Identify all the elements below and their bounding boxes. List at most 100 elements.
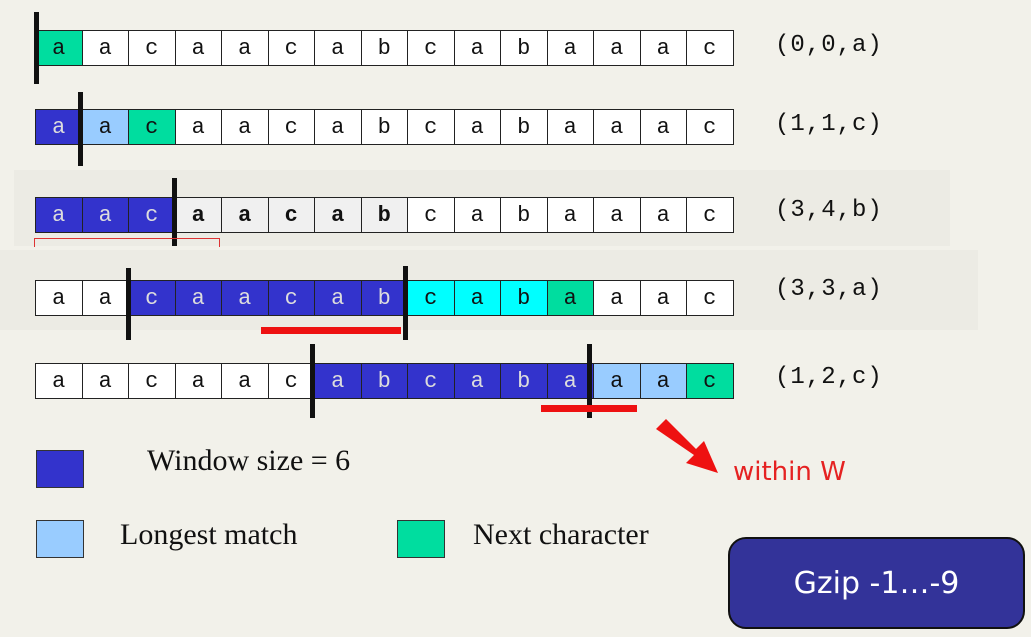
char-cell: c: [407, 30, 455, 66]
char-cell: a: [35, 109, 83, 145]
char-cell: b: [500, 109, 548, 145]
char-cell: a: [81, 363, 129, 399]
char-cell: a: [546, 109, 594, 145]
char-cell: a: [35, 280, 83, 316]
char-cell: c: [128, 109, 176, 145]
char-cell: a: [593, 363, 641, 399]
window-boundary: [587, 344, 592, 418]
char-cell: a: [221, 109, 269, 145]
char-cell: a: [453, 109, 501, 145]
triple-label-2: (3,4,b): [775, 197, 883, 224]
char-cell: a: [453, 363, 501, 399]
char-cell: a: [221, 30, 269, 66]
char-cell: a: [593, 197, 641, 233]
red-arrow-icon: [656, 419, 718, 473]
legend-swatch-next-char: [397, 520, 445, 558]
char-cell: a: [81, 30, 129, 66]
window-boundary: [172, 178, 177, 246]
char-cell: b: [500, 363, 548, 399]
match-underline: [261, 327, 401, 334]
char-cell: a: [314, 363, 362, 399]
char-cell: a: [314, 280, 362, 316]
char-cell: a: [639, 280, 687, 316]
char-cell: c: [686, 280, 734, 316]
char-cell: a: [546, 280, 594, 316]
char-cell: a: [453, 197, 501, 233]
char-cell: c: [407, 280, 455, 316]
char-cell: c: [267, 280, 315, 316]
match-bracket: [34, 238, 220, 247]
match-underline: [541, 405, 637, 412]
char-cell: a: [81, 109, 129, 145]
triple-label-4: (1,2,c): [775, 364, 883, 391]
char-cell: c: [686, 197, 734, 233]
window-boundary: [310, 344, 315, 418]
char-cell: a: [453, 30, 501, 66]
char-cell: c: [407, 363, 455, 399]
char-cell: a: [81, 280, 129, 316]
char-cell: a: [174, 109, 222, 145]
char-cell: c: [267, 197, 315, 233]
char-cell: c: [686, 30, 734, 66]
legend-label-longest-match: Longest match: [120, 518, 298, 551]
char-cell: a: [593, 30, 641, 66]
char-cell: a: [174, 363, 222, 399]
char-cell: a: [174, 197, 222, 233]
char-cell: c: [128, 280, 176, 316]
triple-label-0: (0,0,a): [775, 32, 883, 59]
window-boundary: [78, 92, 83, 166]
char-cell: a: [639, 109, 687, 145]
window-boundary: [126, 268, 131, 340]
char-cell: c: [686, 109, 734, 145]
char-cell: a: [174, 30, 222, 66]
char-cell: c: [267, 109, 315, 145]
char-cell: b: [500, 30, 548, 66]
char-cell: c: [128, 363, 176, 399]
char-cell: c: [407, 109, 455, 145]
char-cell: c: [267, 30, 315, 66]
char-cell: a: [593, 280, 641, 316]
char-cell: c: [128, 30, 176, 66]
char-cell: a: [314, 197, 362, 233]
triple-label-3: (3,3,a): [775, 276, 883, 303]
char-cell: a: [639, 30, 687, 66]
char-cell: a: [639, 363, 687, 399]
gzip-button[interactable]: Gzip -1…-9: [728, 537, 1025, 629]
char-cell: a: [593, 109, 641, 145]
char-cell: a: [314, 30, 362, 66]
char-cell: a: [81, 197, 129, 233]
char-cell: a: [639, 197, 687, 233]
char-cell: a: [221, 197, 269, 233]
char-cell: a: [453, 280, 501, 316]
char-cell: a: [35, 197, 83, 233]
window-boundary: [34, 12, 39, 84]
char-cell: b: [360, 363, 408, 399]
char-cell: a: [221, 280, 269, 316]
window-boundary: [403, 266, 408, 340]
char-cell: c: [128, 197, 176, 233]
char-cell: b: [360, 109, 408, 145]
char-cell: a: [546, 30, 594, 66]
char-cell: a: [546, 363, 594, 399]
char-cell: b: [500, 280, 548, 316]
char-cell: a: [174, 280, 222, 316]
triple-label-1: (1,1,c): [775, 111, 883, 138]
char-cell: a: [546, 197, 594, 233]
char-cell: b: [360, 30, 408, 66]
char-cell: b: [360, 280, 408, 316]
legend-swatch-window: [36, 450, 84, 488]
legend-swatch-longest-match: [36, 520, 84, 558]
char-cell: c: [267, 363, 315, 399]
legend-label-window: Window size = 6: [147, 444, 351, 477]
char-cell: a: [314, 109, 362, 145]
char-cell: b: [360, 197, 408, 233]
char-cell: a: [35, 363, 83, 399]
within-w-annotation: within W: [733, 457, 846, 487]
char-cell: c: [686, 363, 734, 399]
char-cell: a: [35, 30, 83, 66]
